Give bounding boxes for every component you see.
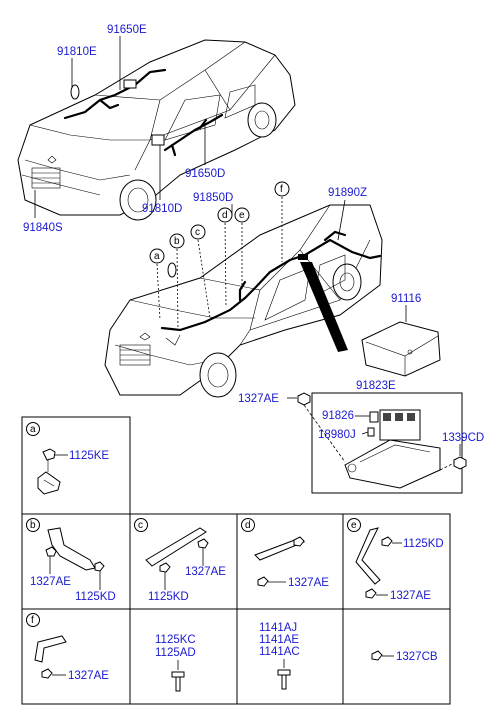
- panel-d-label-1327ae: 1327AE: [288, 577, 329, 589]
- panel-c-label-1327ae: 1327AE: [185, 566, 226, 578]
- panel-c-label-1125kd: 1125KD: [148, 591, 189, 603]
- label-1339cd: 1339CD: [442, 432, 484, 444]
- label-18980j: 18980J: [318, 429, 356, 441]
- panel-letter-e: e: [351, 520, 357, 531]
- callout-e: e: [239, 210, 245, 221]
- screw-icon: [277, 669, 291, 690]
- panel-f-parts: [34, 635, 67, 679]
- panel-b-parts: [45, 527, 105, 572]
- label-91116: 91116: [391, 293, 421, 305]
- callout-d: d: [222, 210, 228, 221]
- detail-panels: a b c d e f: [21, 416, 451, 705]
- label-91826: 91826: [322, 410, 354, 422]
- fuse-relay-block: [344, 409, 441, 489]
- panel-e-label-1327ae: 1327AE: [390, 590, 431, 602]
- panel-letter-b: b: [30, 520, 36, 531]
- panel-i-label-1327cb: 1327CB: [396, 651, 438, 663]
- callout-a: a: [154, 251, 160, 262]
- panel-a-label-1125ke: 1125KE: [69, 450, 109, 462]
- panel-h-label-1141ac: 1141AC: [259, 646, 300, 658]
- panel-b-label-1327ae: 1327AE: [30, 576, 71, 588]
- label-91850d: 91850D: [193, 192, 233, 204]
- module-91116: [361, 321, 441, 377]
- panel-e-label-1125kd: 1125KD: [403, 538, 444, 550]
- callout-b: b: [174, 236, 180, 247]
- panel-e-parts: [355, 527, 393, 599]
- bolt-icon: [171, 671, 185, 692]
- label-91810d: 91810D: [142, 203, 182, 215]
- label-91810e: 91810E: [57, 46, 97, 58]
- panel-b-label-1125kd: 1125KD: [75, 591, 116, 603]
- panel-c-parts: [145, 527, 209, 573]
- label-91650d: 91650D: [185, 168, 225, 180]
- panel-letter-d: d: [245, 520, 251, 531]
- panel-g-label-1125kc: 1125KC: [155, 634, 196, 646]
- top-car-illustration: [17, 39, 296, 221]
- panel-letter-f: f: [31, 615, 34, 626]
- label-91890z: 91890Z: [328, 187, 367, 199]
- panel-h-label-1141aj: 1141AJ: [259, 622, 297, 634]
- label-91823e: 91823E: [356, 380, 396, 392]
- panel-letter-a: a: [30, 424, 36, 435]
- panel-a-parts: [37, 448, 61, 495]
- callout-c: c: [195, 227, 200, 238]
- panel-g-label-1125ad: 1125AD: [155, 647, 196, 659]
- label-91650e: 91650E: [107, 24, 147, 36]
- callout-f: f: [280, 184, 283, 195]
- middle-car-illustration: [104, 204, 383, 398]
- label-1327ae-mid: 1327AE: [238, 393, 279, 405]
- panel-h-label-1141ae: 1141AE: [259, 634, 299, 646]
- panel-d-parts: [254, 536, 305, 587]
- label-91840s: 91840S: [23, 222, 63, 234]
- panel-f-label-1327ae: 1327AE: [68, 670, 109, 682]
- nut-icon: [371, 650, 383, 661]
- callout-markers: a b c d e f: [149, 181, 290, 331]
- panel-letter-c: c: [138, 520, 143, 531]
